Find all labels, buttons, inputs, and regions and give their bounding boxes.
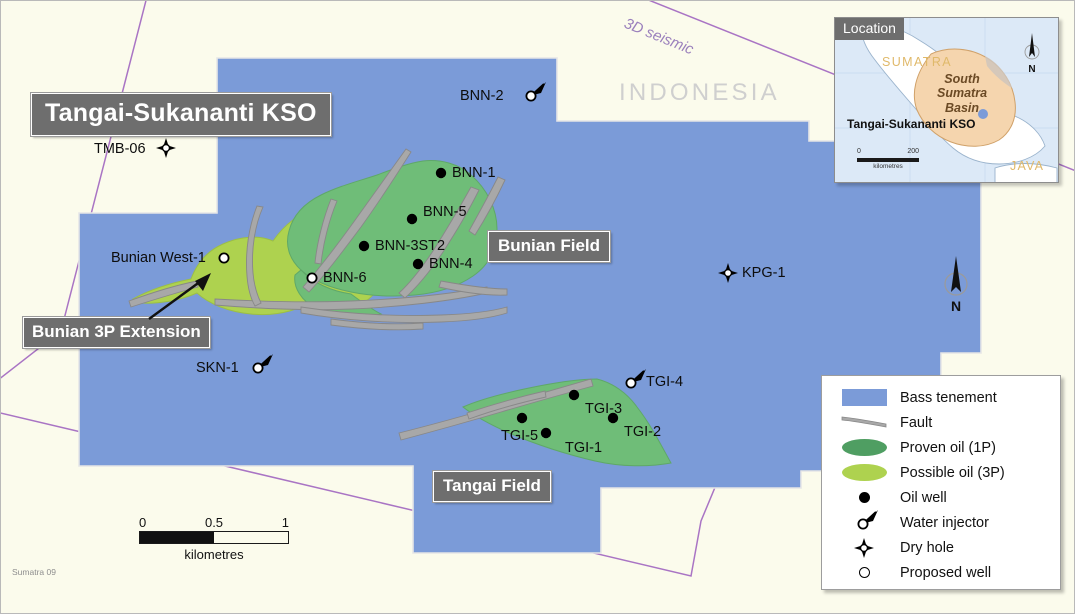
bunian-field-label: Bunian Field bbox=[487, 230, 611, 263]
well-marker-bnn-5[interactable] bbox=[400, 207, 424, 231]
well-marker-skn-1[interactable] bbox=[247, 354, 273, 379]
fault-lines bbox=[128, 148, 594, 441]
bunian-3p-extension-label: Bunian 3P Extension bbox=[22, 316, 211, 349]
legend-label: Proven oil (1P) bbox=[900, 439, 996, 456]
well-label-tgi-2: TGI-2 bbox=[624, 424, 662, 440]
north-label: N bbox=[950, 298, 962, 314]
well-label-skn-1: SKN-1 bbox=[196, 360, 239, 376]
well-marker-tgi-5[interactable] bbox=[510, 406, 534, 430]
well-marker-bunian west-1[interactable] bbox=[212, 246, 236, 270]
oil-well-dot-icon bbox=[836, 492, 892, 503]
tenement-swatch-icon bbox=[836, 389, 892, 406]
inset-scale-end: 200 bbox=[907, 148, 919, 155]
proven-oil-1p-bunian bbox=[287, 160, 498, 297]
well-label-tgi-3: TGI-3 bbox=[585, 401, 623, 417]
inset-scale-bar: 0 200 kilometres bbox=[857, 148, 919, 170]
well-label-bnn-2: BNN-2 bbox=[460, 88, 504, 104]
well-label-tgi-4: TGI-4 bbox=[646, 374, 684, 390]
well-label-bnn-5: BNN-5 bbox=[423, 204, 467, 220]
well-marker-tgi-3[interactable] bbox=[562, 383, 586, 407]
inset-title: Location bbox=[835, 18, 904, 40]
scale-units: kilometres bbox=[184, 547, 244, 562]
inset-scale-start: 0 bbox=[857, 148, 861, 155]
legend-row-fault-line: Fault bbox=[836, 410, 1060, 435]
legend-label: Proposed well bbox=[900, 564, 992, 581]
legend-row-tenement-swatch: Bass tenement bbox=[836, 385, 1060, 410]
inset-sumatra-label: SUMATRA bbox=[882, 55, 952, 69]
scale-bar: 0 0.5 1 kilometres bbox=[139, 515, 289, 562]
inset-graphics bbox=[835, 18, 1058, 182]
well-marker-bnn-3st2[interactable] bbox=[352, 234, 376, 258]
extension-leader-arrow bbox=[148, 273, 211, 320]
scale-bar-graphic bbox=[139, 531, 289, 544]
legend-label: Fault bbox=[900, 414, 933, 431]
legend-label: Dry hole bbox=[900, 539, 954, 556]
well-marker-tmb-06[interactable] bbox=[154, 136, 178, 160]
well-label-bnn-6: BNN-6 bbox=[323, 270, 367, 286]
scale-middle: 0.5 bbox=[204, 515, 224, 530]
well-label-bnn-3st2: BNN-3ST2 bbox=[375, 238, 446, 254]
inset-scale-units: kilometres bbox=[873, 163, 903, 170]
bass-tenement-polygon bbox=[78, 57, 982, 554]
scale-start: 0 bbox=[139, 515, 147, 530]
legend-row-water-injector: Water injector bbox=[836, 509, 1060, 535]
legend-label: Water injector bbox=[900, 514, 989, 531]
well-marker-tgi-2[interactable] bbox=[601, 406, 625, 430]
legend-row-oil-well-dot: Oil well bbox=[836, 485, 1060, 510]
well-label-bunian west-1: Bunian West-1 bbox=[111, 250, 206, 266]
possible-oil-swatch-icon bbox=[836, 464, 892, 481]
scale-end: 1 bbox=[281, 515, 289, 530]
well-marker-bnn-4[interactable] bbox=[406, 252, 430, 276]
proven-oil-swatch-icon bbox=[836, 439, 892, 456]
dry-hole-icon bbox=[836, 536, 892, 560]
inset-kso-label: Tangai-Sukananti KSO bbox=[847, 117, 976, 131]
legend-row-dry-hole: Dry hole bbox=[836, 535, 1060, 560]
well-marker-bnn-1[interactable] bbox=[429, 161, 453, 185]
well-label-kpg-1: KPG-1 bbox=[742, 265, 786, 281]
inset-north-arrow: N bbox=[1021, 32, 1043, 75]
legend-row-proposed-well: Proposed well bbox=[836, 560, 1060, 585]
well-label-tgi-5: TGI-5 bbox=[501, 428, 539, 444]
well-marker-bnn-6[interactable] bbox=[300, 266, 324, 290]
well-marker-kpg-1[interactable] bbox=[716, 261, 740, 285]
inset-basin-label: South Sumatra Basin bbox=[937, 72, 988, 115]
page-title: Tangai-Sukananti KSO bbox=[30, 92, 332, 137]
map-credit: Sumatra 09 bbox=[12, 567, 56, 577]
location-inset-map: Location SUMATRA JAVA South Sumatra Basi… bbox=[834, 17, 1059, 183]
legend-row-possible-oil-swatch: Possible oil (3P) bbox=[836, 460, 1060, 485]
tangai-field-label: Tangai Field bbox=[432, 470, 552, 503]
legend-label: Possible oil (3P) bbox=[900, 464, 1005, 481]
well-marker-bnn-2[interactable] bbox=[520, 82, 546, 107]
legend-row-proven-oil-swatch: Proven oil (1P) bbox=[836, 435, 1060, 460]
well-marker-tgi-4[interactable] bbox=[620, 369, 646, 394]
legend-label: Bass tenement bbox=[900, 389, 997, 406]
water-injector-icon bbox=[836, 509, 892, 535]
well-label-tmb-06: TMB-06 bbox=[94, 141, 146, 157]
well-label-bnn-1: BNN-1 bbox=[452, 165, 496, 181]
fault-line-icon bbox=[836, 416, 892, 430]
country-label: INDONESIA bbox=[619, 79, 780, 106]
inset-java-label: JAVA bbox=[1010, 159, 1045, 173]
north-arrow: N bbox=[939, 254, 973, 314]
well-label-tgi-1: TGI-1 bbox=[565, 440, 603, 456]
legend-label: Oil well bbox=[900, 489, 947, 506]
inset-north-label: N bbox=[1028, 64, 1036, 75]
well-marker-tgi-1[interactable] bbox=[534, 421, 558, 445]
proposed-well-icon bbox=[836, 567, 892, 578]
well-label-bnn-4: BNN-4 bbox=[429, 256, 473, 272]
